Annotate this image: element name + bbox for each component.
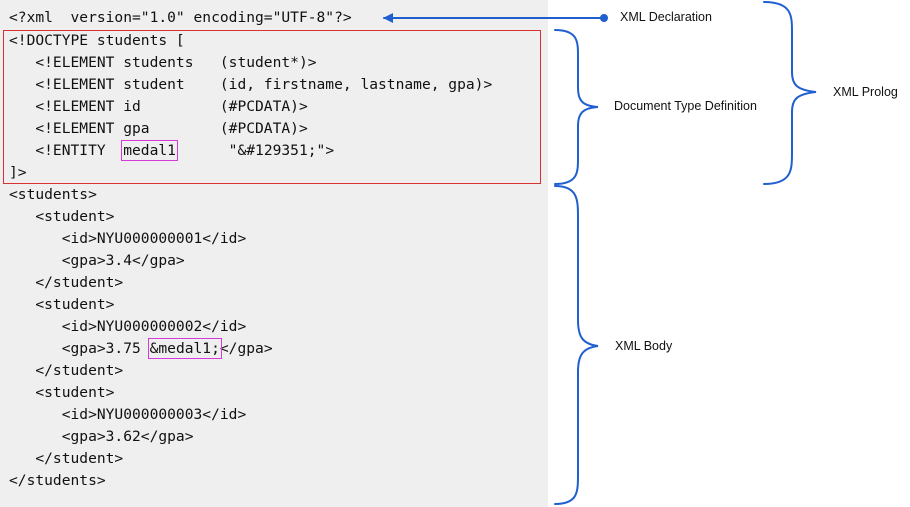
code-line-id: <id>NYU000000002</id>	[9, 318, 247, 335]
code-line-entity-medal1: <!ENTITY medal1 "&#129351;">	[9, 140, 334, 162]
code-line-student-open: <student>	[9, 296, 115, 313]
entity-name-highlight: medal1	[121, 140, 178, 161]
entity-value: "&#129351;">	[175, 142, 335, 159]
body-brace	[554, 185, 599, 505]
code-line-element-id: <!ELEMENT id (#PCDATA)>	[9, 98, 308, 115]
code-line-gpa-with-entity: <gpa>3.75 &medal1;</gpa>	[9, 338, 273, 360]
gpa-close-text: </gpa>	[219, 340, 273, 357]
declaration-dot	[600, 14, 608, 22]
code-line-students-close: </students>	[9, 472, 106, 489]
code-line-student-close: </student>	[9, 450, 124, 467]
code-line-element-students: <!ELEMENT students (student*)>	[9, 54, 317, 71]
code-line-student-close: </student>	[9, 362, 124, 379]
label-xml-prolog: XML Prolog	[833, 85, 898, 99]
gpa-open-text: <gpa>3.75	[9, 340, 150, 357]
label-xml-declaration: XML Declaration	[620, 10, 712, 24]
dtd-highlight-box	[3, 30, 541, 184]
code-line-doctype-close: ]>	[9, 164, 27, 181]
code-line-gpa: <gpa>3.4</gpa>	[9, 252, 185, 269]
code-line-doctype-open: <!DOCTYPE students [	[9, 32, 185, 49]
prolog-brace	[763, 1, 817, 185]
code-line-element-student: <!ELEMENT student (id, firstname, lastna…	[9, 76, 493, 93]
code-line-student-open: <student>	[9, 384, 115, 401]
code-line-student-open: <student>	[9, 208, 115, 225]
code-line-id: <id>NYU000000003</id>	[9, 406, 247, 423]
dtd-brace	[554, 29, 599, 185]
code-line-student-close: </student>	[9, 274, 124, 291]
code-line-id: <id>NYU000000001</id>	[9, 230, 247, 247]
code-line-gpa: <gpa>3.62</gpa>	[9, 428, 194, 445]
label-dtd: Document Type Definition	[614, 99, 757, 113]
entity-reference-highlight: &medal1;	[147, 338, 222, 359]
code-line-students-open: <students>	[9, 186, 97, 203]
entity-keyword: <!ENTITY	[9, 142, 124, 159]
code-line-element-gpa: <!ELEMENT gpa (#PCDATA)>	[9, 120, 308, 137]
code-line-xml-declaration: <?xml version="1.0" encoding="UTF-8"?>	[9, 9, 352, 26]
code-panel: <?xml version="1.0" encoding="UTF-8"?> <…	[0, 0, 548, 507]
label-xml-body: XML Body	[615, 339, 673, 353]
